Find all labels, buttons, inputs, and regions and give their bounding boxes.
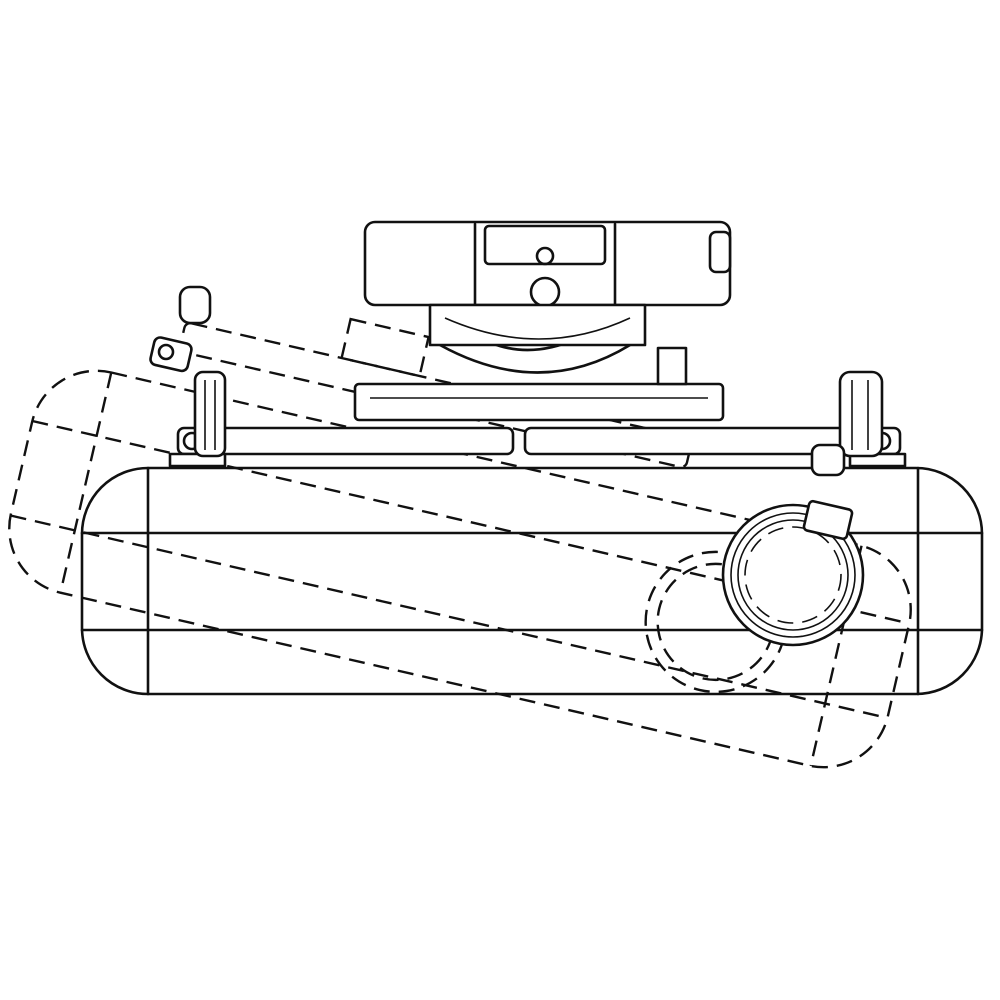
adapter-plate	[353, 346, 725, 422]
mount-post-right	[838, 370, 884, 458]
mount-rail	[168, 426, 907, 468]
tilted-clip-left	[149, 285, 212, 373]
mount-post-left	[193, 370, 227, 458]
projector-lens	[721, 503, 865, 647]
ceiling-head	[363, 220, 732, 374]
lens-clip	[802, 443, 854, 541]
